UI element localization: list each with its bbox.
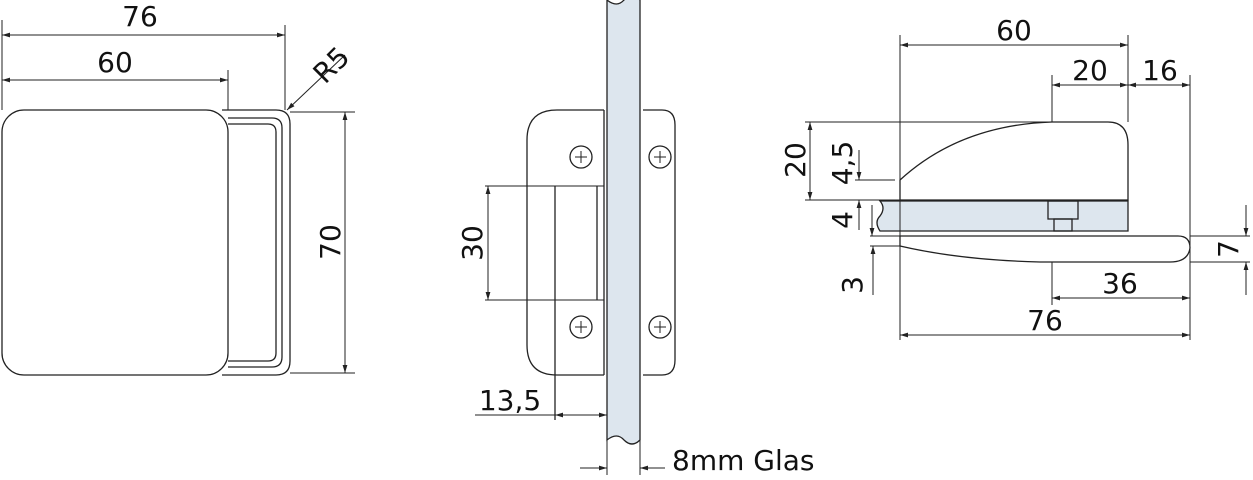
dim-plate-length: 36 xyxy=(1102,267,1138,300)
front-view: 76 60 R5 70 xyxy=(1,0,357,376)
dim-plate-taper: 3 xyxy=(836,276,869,294)
right-plate xyxy=(643,109,676,376)
dim-plate-thickness: 7 xyxy=(1212,240,1245,258)
top-view: 60 20 16 20 4,5 4 3 7 36 76 xyxy=(779,14,1250,340)
screw-icon xyxy=(569,145,593,169)
dim-overhang: 16 xyxy=(1142,54,1178,87)
clamp-lower xyxy=(899,235,1191,263)
dim-height: 70 xyxy=(314,224,347,260)
dim-side-height: 30 xyxy=(456,225,489,261)
dim-top-width: 60 xyxy=(996,14,1032,47)
glass-label: 8mm Glas xyxy=(672,444,815,477)
side-view: 30 13,5 8mm Glas xyxy=(456,0,815,477)
dim-radius: R5 xyxy=(307,40,357,90)
dim-body-height: 20 xyxy=(779,142,812,178)
dim-width-total: 76 xyxy=(122,0,158,33)
glass-section xyxy=(876,200,1129,232)
clamp-upper xyxy=(899,121,1129,201)
screw-icon xyxy=(569,315,593,339)
dim-taper: 4,5 xyxy=(826,141,859,186)
dim-width-body: 60 xyxy=(97,46,133,79)
glass-pane xyxy=(606,0,641,445)
dim-offset: 13,5 xyxy=(479,384,541,417)
screw-icon xyxy=(648,315,672,339)
dim-total-length: 76 xyxy=(1027,304,1063,337)
left-plate xyxy=(526,109,604,376)
back-plate xyxy=(222,109,291,376)
dim-gap: 4 xyxy=(826,211,859,229)
clamp-body xyxy=(1,109,229,376)
dim-nose: 20 xyxy=(1072,54,1108,87)
screw-icon xyxy=(648,145,672,169)
